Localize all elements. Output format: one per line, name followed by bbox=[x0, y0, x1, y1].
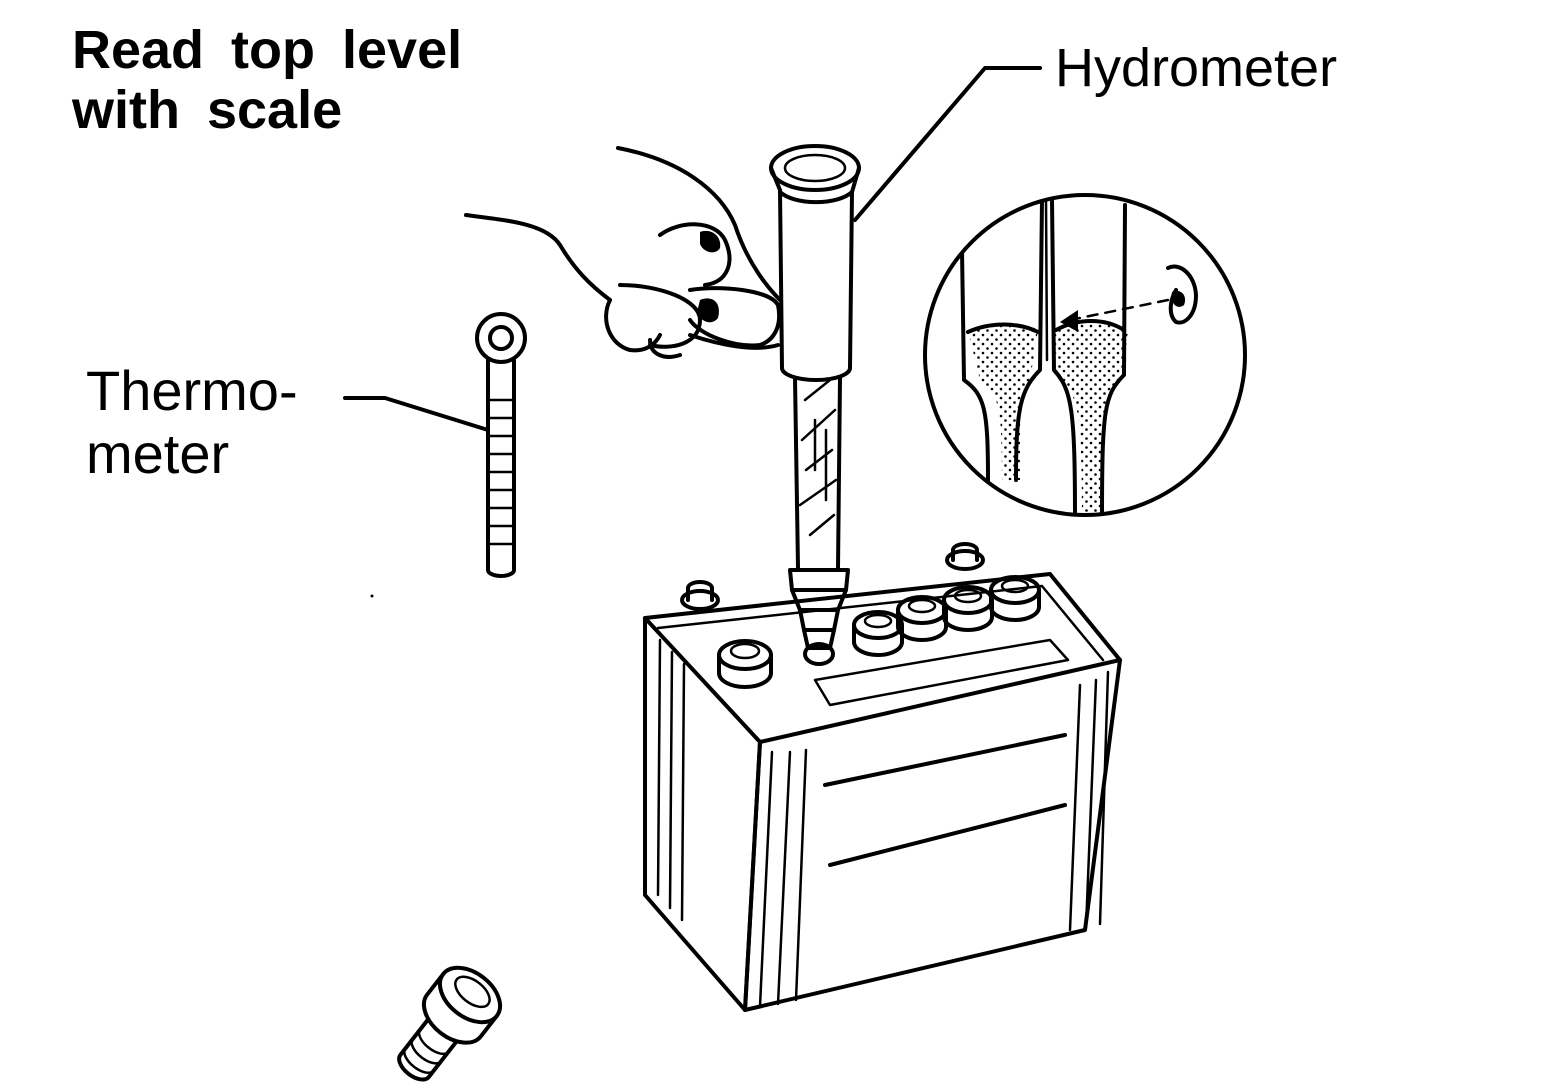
cell-caps bbox=[680, 542, 1041, 689]
thermometer bbox=[475, 312, 527, 578]
battery bbox=[643, 572, 1122, 1012]
thermometer-label: Thermo- meter bbox=[86, 359, 298, 485]
thermometer-leader-line bbox=[343, 396, 490, 432]
stray-dot bbox=[370, 594, 374, 598]
hydrometer bbox=[769, 144, 861, 666]
hand bbox=[464, 146, 782, 359]
instruction-line-1: Read top level bbox=[72, 20, 463, 80]
thermometer-label-line-2: meter bbox=[86, 421, 230, 485]
instruction-line-2: with scale bbox=[72, 80, 343, 141]
thermometer-label-line-1: Thermo- bbox=[86, 359, 298, 422]
loose-cap bbox=[397, 965, 503, 1082]
hydrometer-leader-line bbox=[853, 66, 1042, 222]
instruction-label: Read top level with scale bbox=[72, 20, 462, 141]
magnified-scale-view bbox=[923, 193, 1247, 517]
hydrometer-label: Hydrometer bbox=[1055, 38, 1338, 98]
